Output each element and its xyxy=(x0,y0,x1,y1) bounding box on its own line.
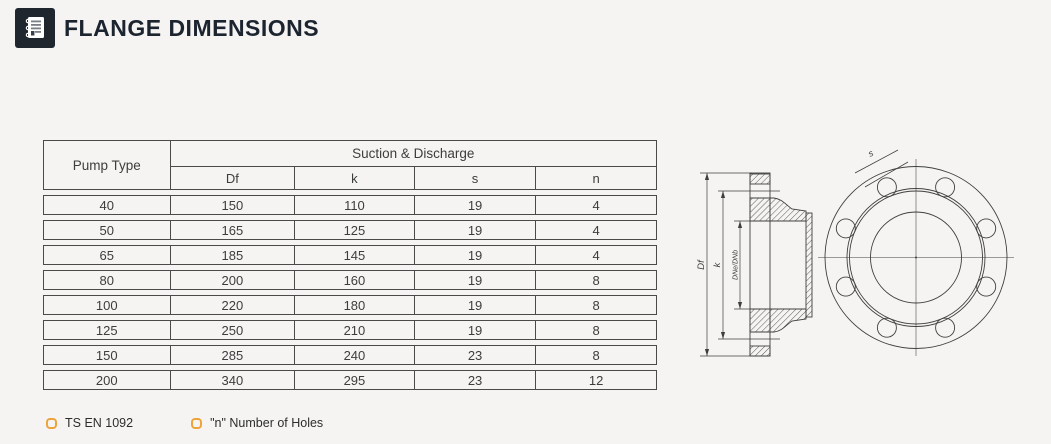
s-cell: 23 xyxy=(415,346,537,364)
bolt-holes xyxy=(835,177,997,338)
table-row: 50 165 125 19 4 xyxy=(43,220,657,240)
df-cell: 340 xyxy=(171,371,296,389)
col-header-pump-type: Pump Type xyxy=(44,141,171,189)
hole-diameter-label: s xyxy=(866,148,875,159)
raised-face xyxy=(805,212,813,318)
k-cell: 210 xyxy=(295,321,415,339)
n-cell: 8 xyxy=(592,322,600,338)
col-group-suction-discharge: Suction & Discharge xyxy=(170,141,656,167)
bore-label: DNe/DNb xyxy=(733,250,740,280)
table-row: 80 200 160 19 8 xyxy=(43,270,657,290)
s-cell: 19 xyxy=(415,246,537,264)
n-cell: 4 xyxy=(592,222,600,238)
pump-type-cell: 65 xyxy=(44,246,171,264)
front-view: s xyxy=(818,148,1014,356)
k-cell: 145 xyxy=(295,246,415,264)
k-cell: 295 xyxy=(295,371,415,389)
footnotes: TS EN 1092 "n" Number of Holes xyxy=(46,416,323,430)
flange-outer-circle xyxy=(824,166,1008,349)
bore-circle xyxy=(870,211,962,304)
table-row: 100 220 180 19 8 xyxy=(43,295,657,315)
pump-type-cell: 150 xyxy=(44,346,171,364)
pump-type-cell: 50 xyxy=(44,221,171,239)
table-row: 150 285 240 23 8 xyxy=(43,345,657,365)
s-cell: 23 xyxy=(415,371,537,389)
orange-bullet-icon xyxy=(46,417,57,429)
k-cell: 180 xyxy=(295,296,415,314)
notebook-icon xyxy=(15,8,55,48)
pump-type-cell: 200 xyxy=(44,371,171,389)
flange-dimensions-table: Pump Type Suction & Discharge Df k s n 4… xyxy=(43,140,657,390)
df-cell: 200 xyxy=(171,271,296,289)
section-view: Df k DNe/DNb xyxy=(696,172,813,357)
k-cell: 160 xyxy=(295,271,415,289)
n-cell: 8 xyxy=(592,297,600,313)
table-row: 65 185 145 19 4 xyxy=(43,245,657,265)
k-cell: 125 xyxy=(295,221,415,239)
note-label: "n" Number of Holes xyxy=(210,416,324,430)
col-header-df: Df xyxy=(171,167,296,189)
df-cell: 150 xyxy=(171,196,296,214)
df-cell: 185 xyxy=(171,246,296,264)
flange-drawing-svg: Df k DNe/DNb xyxy=(696,148,1014,357)
table-header: Pump Type Suction & Discharge Df k s n xyxy=(43,140,657,190)
pump-type-cell: 40 xyxy=(44,196,171,214)
col-header-s: s xyxy=(415,167,537,189)
k-label: k xyxy=(712,261,723,267)
s-cell: 19 xyxy=(415,296,537,314)
table-row: 125 250 210 19 8 xyxy=(43,320,657,340)
n-cell: 4 xyxy=(592,197,600,213)
df-cell: 285 xyxy=(171,346,296,364)
n-cell: 8 xyxy=(592,272,600,288)
k-cell: 110 xyxy=(295,196,415,214)
note-standard: TS EN 1092 xyxy=(46,416,133,430)
table-row: 200 340 295 23 12 xyxy=(43,370,657,390)
orange-bullet-icon xyxy=(191,417,203,429)
pump-type-cell: 100 xyxy=(44,296,171,314)
df-label: Df xyxy=(696,259,707,270)
col-header-n: n xyxy=(592,170,600,186)
table-row: 40 150 110 19 4 xyxy=(43,195,657,215)
n-cell: 4 xyxy=(592,247,600,263)
s-cell: 19 xyxy=(415,196,537,214)
page-title: FLANGE DIMENSIONS xyxy=(64,14,320,41)
df-cell: 165 xyxy=(171,221,296,239)
df-cell: 250 xyxy=(171,321,296,339)
page-header: FLANGE DIMENSIONS xyxy=(15,8,319,48)
s-cell: 19 xyxy=(415,321,537,339)
k-cell: 240 xyxy=(295,346,415,364)
col-header-k: k xyxy=(295,167,415,189)
n-cell: 8 xyxy=(592,347,600,363)
s-cell: 19 xyxy=(415,271,537,289)
note-label: TS EN 1092 xyxy=(65,416,134,430)
df-cell: 220 xyxy=(171,296,296,314)
s-cell: 19 xyxy=(415,221,537,239)
pump-type-cell: 125 xyxy=(44,321,171,339)
note-holes: "n" Number of Holes xyxy=(191,416,323,430)
pump-type-cell: 80 xyxy=(44,271,171,289)
n-cell: 12 xyxy=(588,372,604,388)
flange-technical-drawing: Df k DNe/DNb xyxy=(690,140,1030,385)
